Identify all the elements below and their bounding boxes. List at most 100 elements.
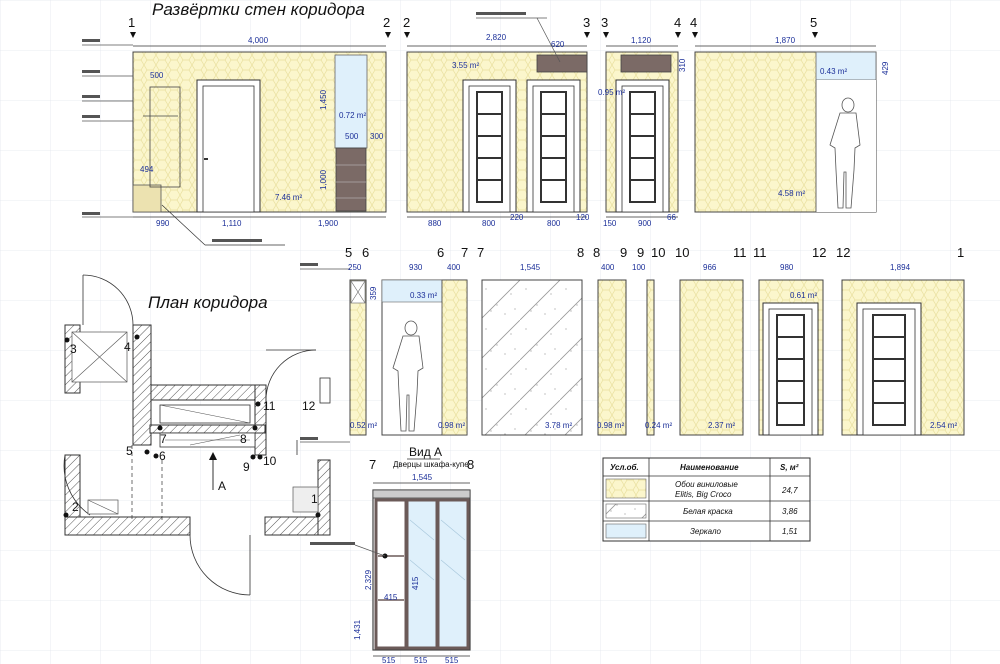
axis-r2-6: 8 xyxy=(593,245,600,260)
dim-view-b1: 515 xyxy=(382,656,396,664)
area-a11: 0.98 m² xyxy=(597,421,624,430)
area-a7: 0.52 m² xyxy=(350,421,377,430)
dim-w3-b2: 900 xyxy=(638,219,652,228)
dim-w1-b2: 1,110 xyxy=(222,219,242,228)
axis-r2-7: 9 xyxy=(620,245,627,260)
axis-r2-1: 6 xyxy=(362,245,369,260)
row1-axis-markers: 1 2 2 3 3 4 4 5 xyxy=(128,15,818,38)
left-level-tags xyxy=(82,39,133,218)
corridor-plan: A xyxy=(63,274,331,596)
dim-shelf: 500 xyxy=(150,71,164,80)
dim-w67b: 400 xyxy=(447,263,461,272)
dim-w56-h: 359 xyxy=(369,286,378,300)
axis-r1-2: 2 xyxy=(403,15,410,30)
legend-row1-name-line1: Обои виниловые xyxy=(675,480,738,489)
dim-wall4-total: 1,870 xyxy=(775,36,796,45)
legend-row3-name: Зеркало xyxy=(690,527,721,536)
legend-header-symbol: Усл.об. xyxy=(610,463,639,472)
elevation-wall-4-5: 0.43 m² 4.58 m² xyxy=(694,51,877,213)
dim-494: 494 xyxy=(140,165,154,174)
axis-r2-2: 6 xyxy=(437,245,444,260)
area-a10: 3.78 m² xyxy=(545,421,572,430)
view-a-label: Вид А xyxy=(409,445,442,459)
dim-300: 300 xyxy=(370,132,384,141)
plan-point-8: 8 xyxy=(240,432,247,446)
dim-view-total: 1,545 xyxy=(412,473,433,482)
area-a15: 2.54 m² xyxy=(930,421,957,430)
area-a14: 0.61 m² xyxy=(790,291,817,300)
dim-w910: 100 xyxy=(632,263,646,272)
wardrobe-panel-1 xyxy=(374,498,408,650)
axis-view-0: 7 xyxy=(369,457,376,472)
dim-w78: 1,545 xyxy=(520,263,541,272)
row2-level-tag xyxy=(300,263,318,266)
door-swing-arc xyxy=(82,274,134,326)
axis-r2-15: 1 xyxy=(957,245,964,260)
elevations-title: Развёртки стен коридора xyxy=(152,0,365,19)
legend-header-name: Наименование xyxy=(680,463,739,472)
wardrobe-panel-2 xyxy=(405,498,439,650)
person-silhouette-icon xyxy=(829,97,861,209)
elevation-wall-3-4: 0.95 m² xyxy=(598,51,679,213)
dim-500: 500 xyxy=(345,132,359,141)
axis-r2-3: 7 xyxy=(461,245,468,260)
area-a13: 2.37 m² xyxy=(708,421,735,430)
axis-r1-3: 3 xyxy=(583,15,590,30)
area-a6: 4.58 m² xyxy=(778,189,805,198)
dark-box xyxy=(536,54,588,73)
elevation-wall-6-7: 930 400 0.33 m² 0.98 m² xyxy=(381,263,468,436)
row2-axis-markers: 5 6 6 7 7 8 8 9 9 10 10 11 11 12 12 1 xyxy=(345,245,964,260)
plan-point-10: 10 xyxy=(263,454,277,468)
axis-r2-13: 12 xyxy=(812,245,826,260)
plan-point-3: 3 xyxy=(70,342,77,356)
axis-r1-5: 4 xyxy=(674,15,681,30)
wardrobe-doors-view: 7 8 1,545 2,329 1,431 415 415 515 515 51… xyxy=(310,457,474,664)
dim-w2-b2: 800 xyxy=(482,219,496,228)
axis-r1-0: 1 xyxy=(128,15,135,30)
axis-r1-6: 4 xyxy=(690,15,697,30)
legend-header-area: S, м² xyxy=(780,463,799,472)
materials-legend-table: Усл.об. Наименование S, м² Обои виниловы… xyxy=(602,457,811,542)
dim-w2-b3: 220 xyxy=(510,213,524,222)
elevation-wall-9-10: 100 0.24 m² xyxy=(632,263,672,436)
leader-line xyxy=(161,204,206,246)
elevation-wall-11-12: 980 0.61 m² xyxy=(758,263,824,436)
axis-r2-0: 5 xyxy=(345,245,352,260)
leader-tag xyxy=(212,239,262,242)
dim-w3-b1: 150 xyxy=(603,219,617,228)
plan-point-7: 7 xyxy=(160,432,167,446)
elevation-wall-10-11: 966 2.37 m² xyxy=(679,263,744,436)
plan-point-12: 12 xyxy=(302,399,316,413)
dim-w2-b5: 120 xyxy=(576,213,590,222)
area-a5: 0.43 m² xyxy=(820,67,847,76)
dim-w1011: 966 xyxy=(703,263,717,272)
area-a12: 0.24 m² xyxy=(645,421,672,430)
axis-r2-4: 7 xyxy=(477,245,484,260)
legend-row3-value: 1,51 xyxy=(782,527,798,536)
area-a8: 0.33 m² xyxy=(410,291,437,300)
plan-arrow-label: A xyxy=(218,479,226,493)
dim-w1-b3: 1,900 xyxy=(318,219,339,228)
plan-point-2: 2 xyxy=(72,500,79,514)
plan-point-1: 1 xyxy=(311,492,318,506)
elevation-wall-12-1: 1,894 2.54 m² xyxy=(841,263,965,436)
dim-w67: 930 xyxy=(409,263,423,272)
dim-w89: 400 xyxy=(601,263,615,272)
axis-r2-10: 10 xyxy=(675,245,689,260)
area-a9: 0.98 m² xyxy=(438,421,465,430)
elevation-wall-8-9: 400 0.98 m² xyxy=(597,263,627,436)
elevation-wall-1-2: 500 494 500 300 1,450 1,000 0.72 m² 7.46… xyxy=(132,51,387,213)
legend-row1-name-line2: Elitis, Big Croco xyxy=(675,490,732,499)
top-tag xyxy=(476,12,526,15)
dim-1000: 1,000 xyxy=(319,169,328,190)
dim-view-415b: 415 xyxy=(411,576,420,590)
plan-point-9: 9 xyxy=(243,460,250,474)
dim-w4-429: 429 xyxy=(881,61,890,75)
dim-wall2-total: 2,820 xyxy=(486,33,507,42)
plan-point-5: 5 xyxy=(126,444,133,458)
elevation-wall-5-6: 250 359 0.52 m² xyxy=(348,263,378,436)
dim-view-b2: 515 xyxy=(414,656,428,664)
dim-view-h-low: 1,431 xyxy=(353,619,362,640)
dim-w56: 250 xyxy=(348,263,362,272)
